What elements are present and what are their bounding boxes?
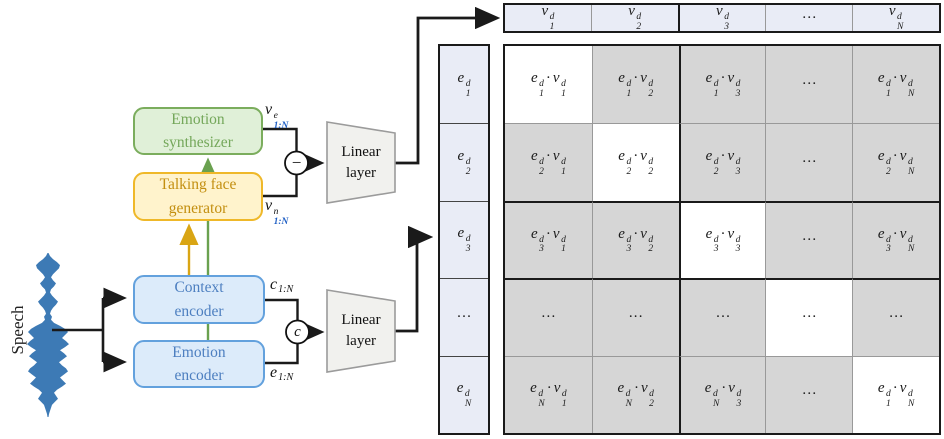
talking-face-generator-label-line1: Talking face (159, 176, 237, 194)
linear-layer-bottom-shape (326, 289, 396, 373)
emotion-synthesizer-label-line2: synthesizer (163, 134, 233, 151)
subtract-operator-label: − (291, 153, 302, 172)
matrix-cell: ··· (505, 278, 592, 356)
generator-output-line (263, 175, 298, 198)
speech-waveform-icon (27, 253, 69, 417)
matrix-cell: ··· (678, 278, 766, 356)
linear-layer-top-shape (326, 121, 396, 204)
col-header-cell: ··· (765, 5, 853, 31)
context-encoder-label-line2: encoder (174, 302, 224, 320)
row-header-cell: ··· (440, 278, 488, 356)
matrix-cell: ··· (765, 123, 853, 201)
concat-operator-label: c (294, 323, 301, 340)
speech-output-line (52, 298, 105, 362)
talking-face-generator-label-line2: generator (168, 199, 228, 217)
emotion-encoder-box: Emotion encoder (133, 340, 265, 388)
emotion-output-line (265, 343, 299, 365)
speech-label: Speech (8, 305, 27, 355)
emotion-synthesizer-label-line1: Emotion (171, 110, 225, 128)
synthesizer-output-line (263, 127, 298, 151)
context-encoder-label-line1: Context (174, 279, 224, 297)
matrix-cell: ··· (852, 278, 939, 356)
matrix-cell: ··· (591, 278, 679, 356)
emotion-encoder-label-line1: Emotion (172, 343, 226, 361)
matrix-cell: ··· (765, 278, 853, 356)
talking-face-generator-box: Talking face generator (133, 172, 263, 221)
linear-layer-top-label: Linear layer (341, 144, 381, 181)
concat-operator-circle (285, 319, 310, 345)
context-encoder-box: Context encoder (133, 275, 265, 324)
matrix-cell: ··· (765, 200, 853, 279)
context-output-line (265, 298, 299, 321)
emotion-synthesizer-box: Emotion synthesizer (133, 107, 263, 155)
matrix-cell: ··· (765, 46, 853, 124)
signal-label-context-features: c1:N (270, 276, 294, 295)
linear-layer-bottom-label: Linear layer (341, 312, 381, 349)
linear-to-colheader-arrow (395, 6, 501, 165)
linear-to-rowheader-arrow (395, 225, 434, 333)
signal-label-emotion-features: e1:N (270, 364, 294, 383)
emotion-encoder-label-line2: encoder (174, 367, 224, 384)
matrix-cell: ··· (765, 355, 853, 433)
subtract-operator-circle (284, 150, 309, 176)
